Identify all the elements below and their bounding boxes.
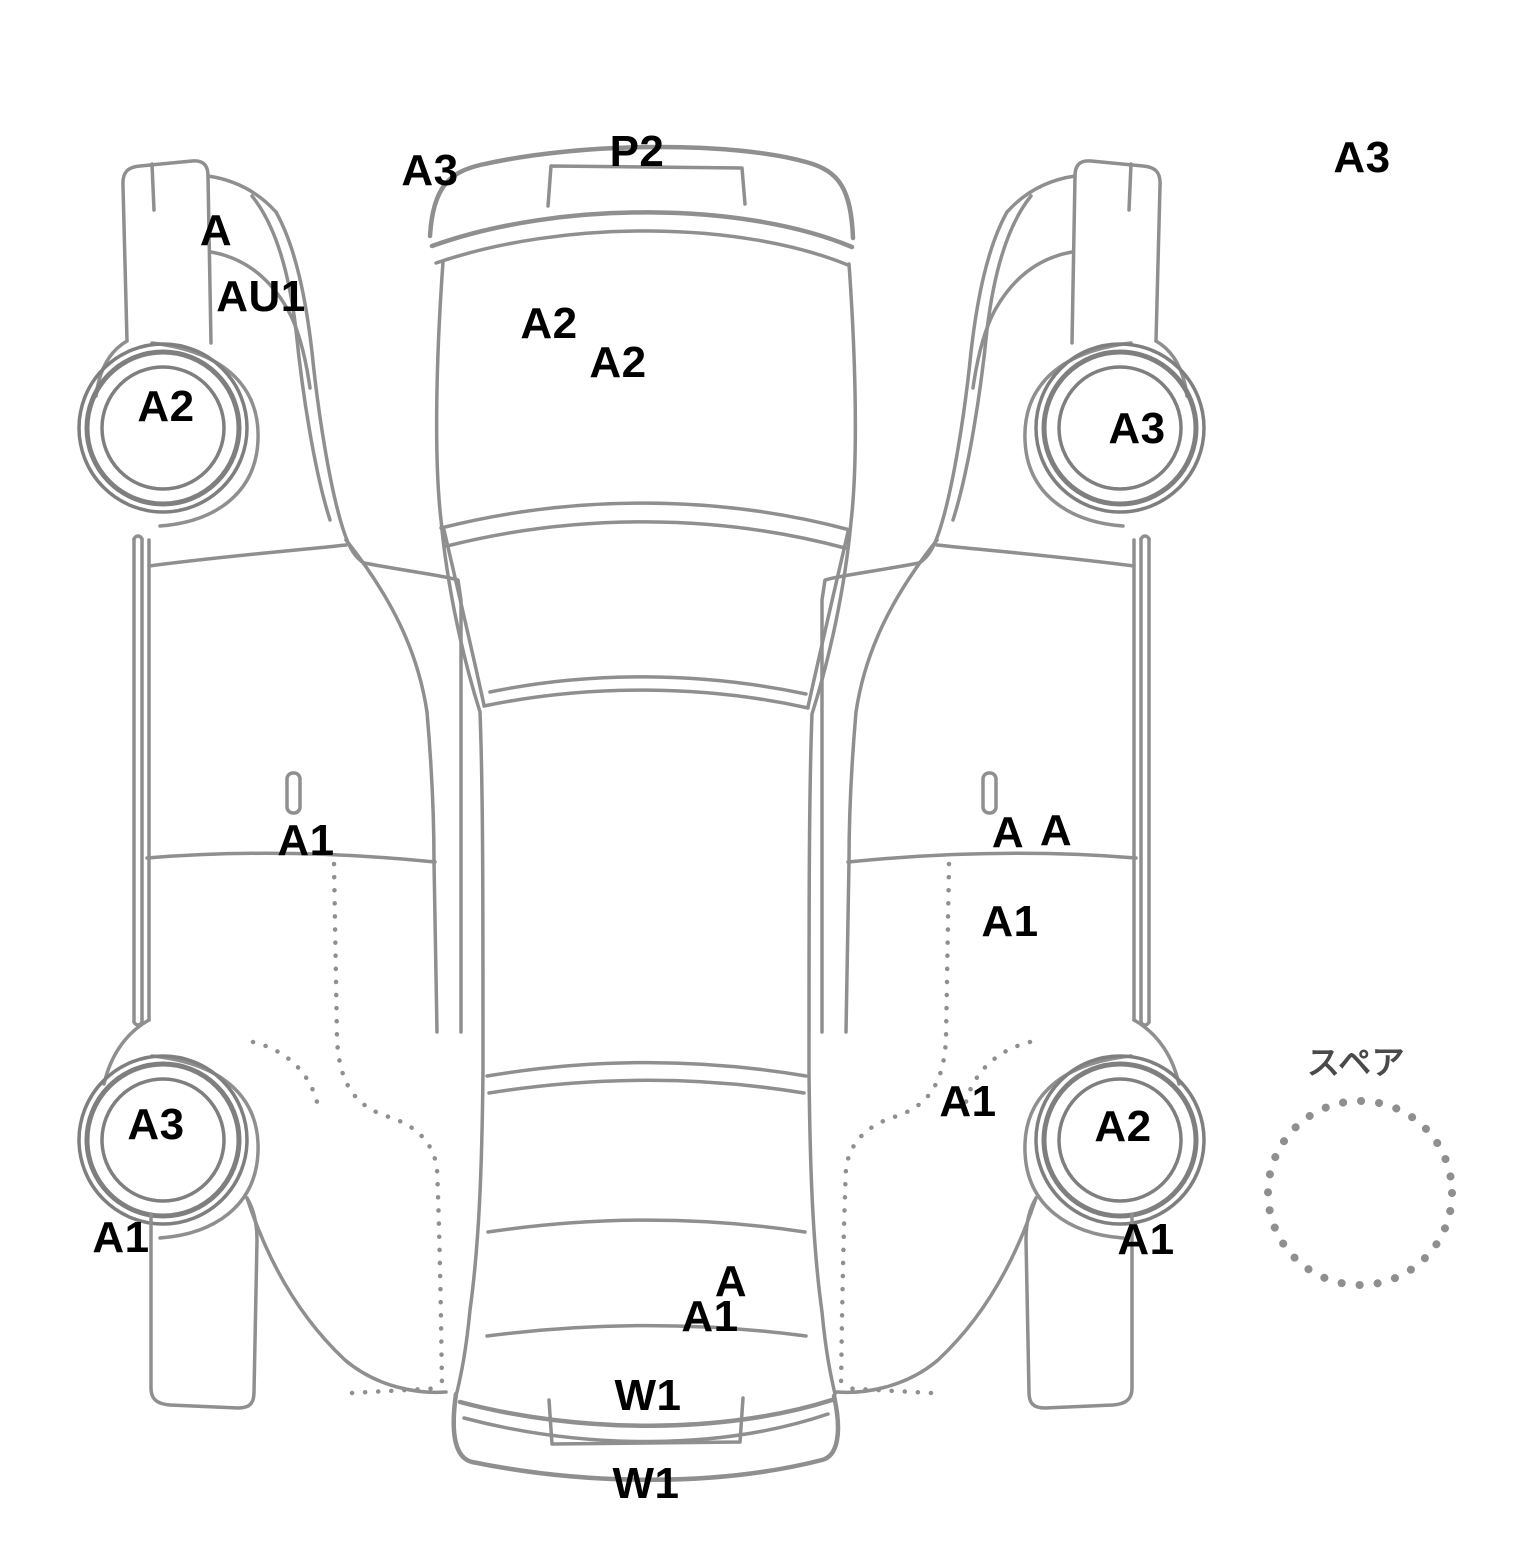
- spare-tire-label: スペア: [1306, 1044, 1406, 1081]
- damage-label-left-rear-wheel-a3: A3: [127, 1100, 185, 1149]
- damage-label-right-rear-bumper-a1: A1: [1117, 1215, 1175, 1264]
- damage-label-left-front-wheel-a2: A2: [137, 382, 195, 431]
- body-left-edge: [434, 260, 485, 1394]
- damage-label-trunk-a1: A1: [681, 1292, 739, 1341]
- top-view-car: [427, 144, 858, 1482]
- damage-label-front-bumper-p2: P2: [609, 127, 665, 176]
- replaced-panel-dotted-lines: [250, 861, 445, 1396]
- door-handle: [285, 771, 302, 815]
- damage-label-right-front-wheel-a3: A3: [1108, 404, 1166, 453]
- damage-label-hood-a2-1: A2: [520, 299, 578, 348]
- damage-label-right-door-a1: A1: [981, 897, 1039, 946]
- front-wheel: [77, 342, 249, 514]
- damage-label-right-rear-wheel-a2: A2: [1094, 1102, 1152, 1151]
- front-bumper: [427, 144, 856, 267]
- front-wheel-arch: [150, 341, 260, 528]
- side-rear-bumper: [149, 1196, 448, 1410]
- left-side-view: [77, 159, 463, 1410]
- damage-label-top-right-a3: A3: [1333, 133, 1391, 182]
- roof-and-trunk-lines: [485, 1060, 808, 1338]
- sill-strip: [132, 534, 144, 1027]
- damage-label-left-fender-a: A: [199, 206, 233, 255]
- damage-label-left-rear-bumper-a1: A1: [92, 1213, 150, 1262]
- damage-label-right-door-a-1: A: [991, 808, 1025, 857]
- windshield: [439, 501, 852, 710]
- damage-label-rear-bumper-w1-1: W1: [614, 1371, 682, 1420]
- damage-label-hood-a2-2: A2: [589, 338, 647, 387]
- damage-label-trunk-a: A: [714, 1257, 748, 1306]
- rear-license-notch: [547, 1396, 745, 1446]
- side-doors: [145, 538, 437, 1022]
- damage-label-left-fender-au1: AU1: [216, 272, 306, 321]
- front-license-notch: [546, 164, 747, 208]
- side-roofline: [362, 561, 463, 1034]
- rear-bumper: [451, 1391, 841, 1482]
- damage-label-right-quarter-a1: A1: [939, 1077, 997, 1126]
- damage-label-front-left-a3: A3: [401, 146, 459, 195]
- damage-label-right-door-a-2: A: [1039, 806, 1073, 855]
- damage-label-left-door-a1: A1: [277, 816, 335, 865]
- spare-tire: [1264, 1097, 1456, 1289]
- body-right-edge: [807, 262, 858, 1396]
- damage-label-rear-bumper-w1-2: W1: [612, 1459, 680, 1508]
- rear-wheel: [77, 1054, 249, 1226]
- side-beltline: [344, 538, 439, 1034]
